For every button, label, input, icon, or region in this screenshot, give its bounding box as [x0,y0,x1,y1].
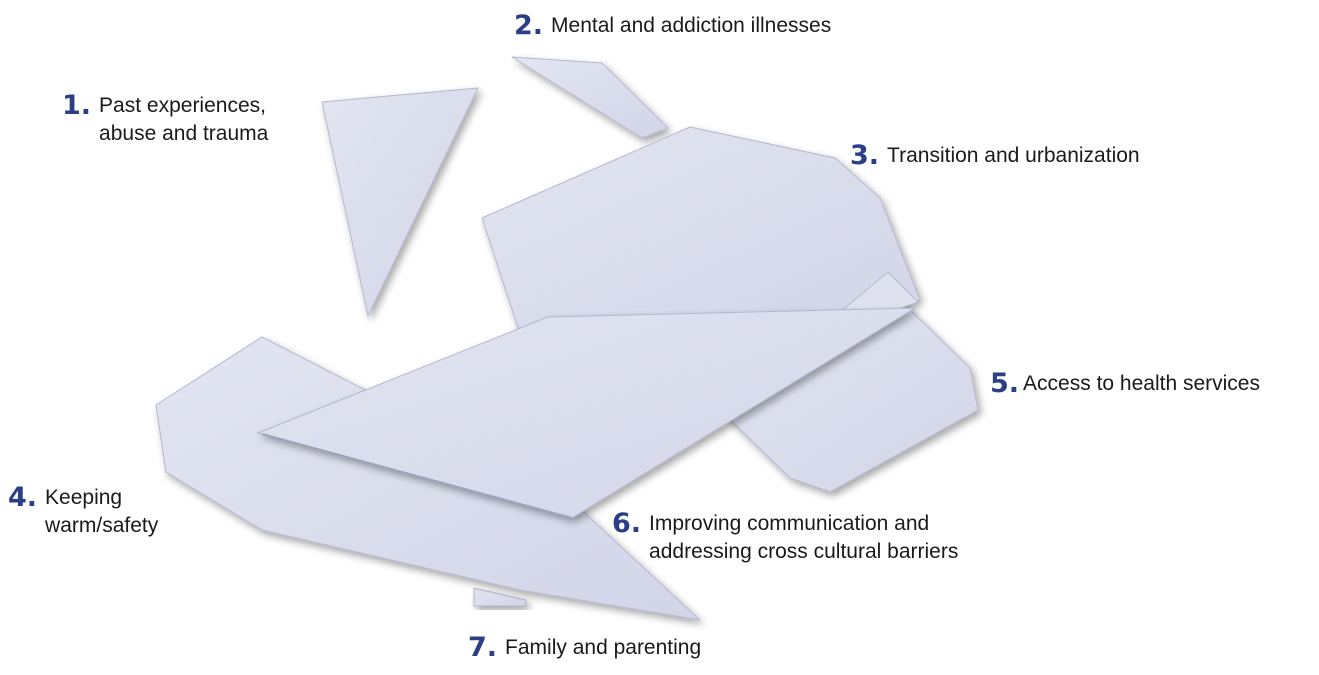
label-item-2-line-1: Mental and addiction illnesses [551,14,832,37]
shape-central-wedge-crease [261,433,573,519]
label-item-7-text: Family and parenting [505,634,701,662]
label-item-7-number: 7. [468,632,498,663]
label-item-2-number: 2. [514,10,544,41]
shape-sliver-top [511,56,669,139]
label-item-3: 3. Transition and urbanization [850,142,1140,170]
label-item-1-number: 1. [62,90,92,121]
label-item-7-line-1: Family and parenting [505,636,702,659]
label-item-1-line-1: Past experiences, [99,94,266,117]
shape-triangle-left [321,87,479,318]
label-item-5: 5. Access to health services [990,370,1260,398]
label-item-4-line-2: warm/safety [45,514,159,537]
label-item-6-text: Improving communication and addressing c… [649,510,958,566]
label-item-6-line-1: Improving communication and [649,512,930,535]
label-item-6-number: 6. [612,508,642,539]
label-item-3-line-1: Transition and urbanization [887,144,1140,167]
label-item-6: 6. Improving communication and addressin… [612,510,958,566]
label-item-3-number: 3. [850,140,880,171]
label-item-3-text: Transition and urbanization [887,142,1140,170]
label-item-1-text: Past experiences, abuse and trauma [99,92,268,148]
label-item-4-line-1: Keeping [45,486,123,509]
label-item-5-line-1: Access to health services [1023,372,1260,395]
label-item-1-line-2: abuse and trauma [99,122,269,145]
label-item-7: 7. Family and parenting [468,634,701,662]
label-item-1: 1. Past experiences, abuse and trauma [62,92,268,148]
shape-foot-tab [473,587,527,607]
label-item-5-text: Access to health services [1023,370,1260,398]
label-item-5-number: 5. [990,368,1020,399]
label-item-4: 4. Keeping warm/safety [8,484,158,540]
label-item-2-text: Mental and addiction illnesses [551,12,831,40]
label-item-2: 2. Mental and addiction illnesses [514,12,831,40]
label-item-4-text: Keeping warm/safety [45,484,158,540]
label-item-6-line-2: addressing cross cultural barriers [649,540,959,563]
label-item-4-number: 4. [8,482,38,513]
